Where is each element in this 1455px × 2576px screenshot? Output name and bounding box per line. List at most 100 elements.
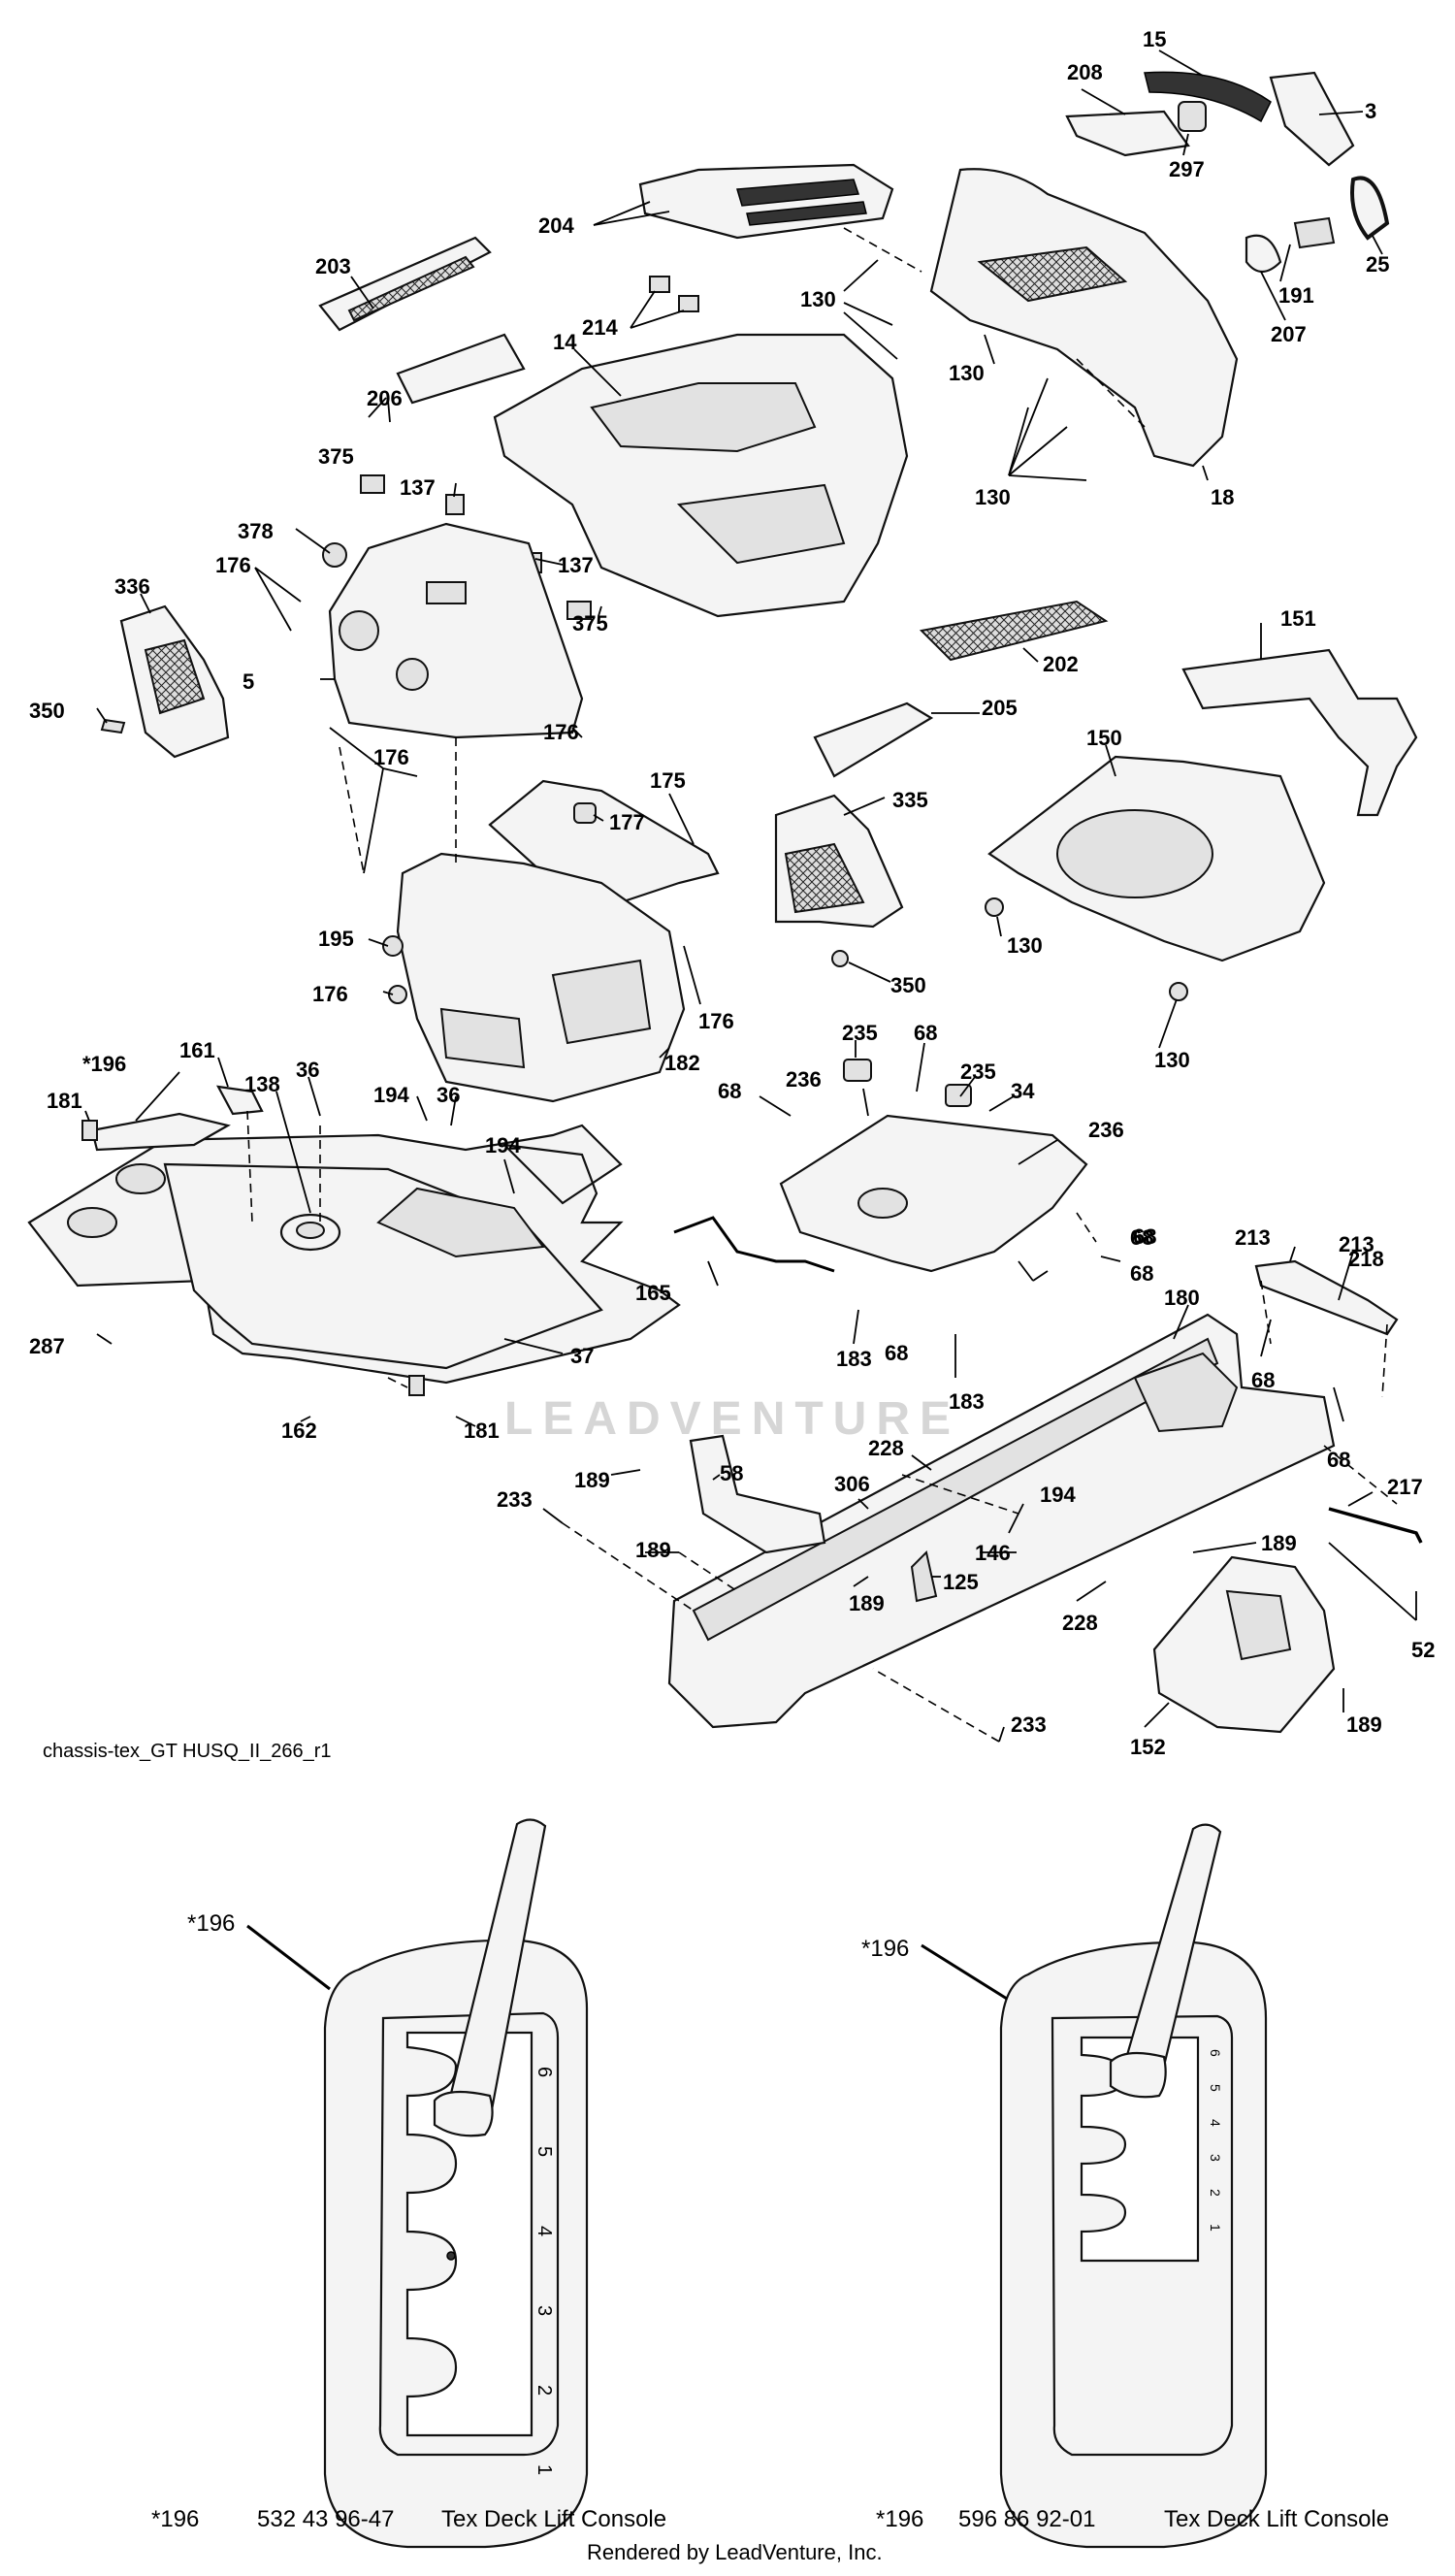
callout-125[interactable]: 125 (943, 1570, 979, 1594)
callout-208[interactable]: 208 (1067, 60, 1103, 84)
callout-177[interactable]: 177 (609, 810, 645, 834)
console-left-position-3: 3 (534, 2305, 555, 2316)
callout-233[interactable]: 233 (497, 1487, 533, 1512)
caption-part-number[interactable]: 532 43 96-47 (257, 2506, 395, 2532)
callout-175[interactable]: 175 (650, 768, 686, 793)
callout-236[interactable]: 236 (786, 1067, 822, 1092)
callout-137[interactable]: 137 (558, 553, 594, 577)
callout-176[interactable]: 176 (698, 1009, 734, 1033)
callout-181[interactable]: 181 (464, 1418, 500, 1443)
callout-213[interactable]: 213 (1339, 1232, 1374, 1256)
callout-68[interactable]: 68 (914, 1021, 937, 1045)
callout-205[interactable]: 205 (982, 696, 1018, 720)
callout-204[interactable]: 204 (538, 213, 574, 238)
callout-189[interactable]: 189 (1346, 1712, 1382, 1737)
callout-233[interactable]: 233 (1011, 1712, 1047, 1737)
callout-151[interactable]: 151 (1280, 606, 1316, 631)
callout-68[interactable]: 68 (1130, 1225, 1153, 1250)
callout-189[interactable]: 189 (635, 1538, 671, 1562)
callout-228[interactable]: 228 (1062, 1611, 1098, 1635)
callout-287[interactable]: 287 (29, 1334, 65, 1358)
callout-336[interactable]: 336 (114, 574, 150, 599)
callout-207[interactable]: 207 (1271, 322, 1307, 346)
callout-183[interactable]: 183 (836, 1347, 872, 1371)
callout-176[interactable]: 176 (543, 720, 579, 744)
console-left-lever (444, 1818, 547, 2122)
part-34-plate-hole (857, 1188, 908, 1219)
callout-68[interactable]: 68 (1133, 1224, 1156, 1249)
callout-378[interactable]: 378 (238, 519, 274, 543)
callout-15[interactable]: 15 (1143, 27, 1166, 51)
callout-68[interactable]: 68 (1130, 1261, 1153, 1286)
callout-202[interactable]: 202 (1043, 652, 1079, 676)
callout-150[interactable]: 150 (1086, 726, 1122, 750)
callout-189[interactable]: 189 (574, 1468, 610, 1492)
callout-130[interactable]: 130 (1007, 933, 1043, 958)
callout-star-196[interactable]: *196 (82, 1052, 126, 1076)
callout-228[interactable]: 228 (868, 1436, 904, 1460)
part-14-hood-opening (590, 382, 817, 453)
callout-137[interactable]: 137 (400, 475, 436, 500)
callout-206[interactable]: 206 (367, 386, 403, 410)
callout-350[interactable]: 350 (29, 699, 65, 723)
callout-214[interactable]: 214 (582, 315, 618, 340)
callout-195[interactable]: 195 (318, 927, 354, 951)
callout-181[interactable]: 181 (47, 1089, 82, 1113)
callout-146[interactable]: 146 (975, 1541, 1011, 1565)
callout-162[interactable]: 162 (281, 1418, 317, 1443)
callout-36[interactable]: 36 (436, 1083, 460, 1107)
callout-68[interactable]: 68 (718, 1079, 741, 1103)
caption-part-number[interactable]: 596 86 92-01 (958, 2506, 1096, 2532)
callout-68[interactable]: 68 (1327, 1448, 1350, 1472)
callout-350[interactable]: 350 (890, 973, 926, 997)
callout-5[interactable]: 5 (242, 669, 254, 694)
part-378-grommet (322, 542, 347, 568)
callout-34[interactable]: 34 (1011, 1079, 1035, 1103)
callout-3[interactable]: 3 (1365, 99, 1376, 123)
callout-194[interactable]: 194 (485, 1133, 521, 1158)
callout-130[interactable]: 130 (975, 485, 1011, 509)
callout-218[interactable]: 218 (1348, 1247, 1384, 1271)
callout-161[interactable]: 161 (179, 1038, 215, 1062)
callout-297[interactable]: 297 (1169, 157, 1205, 181)
callout-36[interactable]: 36 (296, 1058, 319, 1082)
callout-335[interactable]: 335 (892, 788, 928, 812)
callout-68[interactable]: 68 (1251, 1368, 1275, 1392)
callout-130[interactable]: 130 (1154, 1048, 1190, 1072)
callout-176[interactable]: 176 (373, 745, 409, 769)
callout-203[interactable]: 203 (315, 254, 351, 278)
callout-213[interactable]: 213 (1235, 1225, 1271, 1250)
callout-25[interactable]: 25 (1366, 252, 1389, 277)
callout-138[interactable]: 138 (244, 1072, 280, 1096)
callout-152[interactable]: 152 (1130, 1735, 1166, 1759)
callout-235[interactable]: 235 (960, 1060, 996, 1084)
callout-14[interactable]: 14 (553, 330, 577, 354)
callout-306[interactable]: 306 (834, 1472, 870, 1496)
callout-58[interactable]: 58 (720, 1461, 743, 1485)
callout-68[interactable]: 68 (885, 1341, 908, 1365)
callout-194[interactable]: 194 (373, 1083, 409, 1107)
callout-130[interactable]: 130 (949, 361, 985, 385)
callout-165[interactable]: 165 (635, 1281, 671, 1305)
callout-182[interactable]: 182 (664, 1051, 700, 1075)
callout-194[interactable]: 194 (1040, 1483, 1076, 1507)
part-58-bracket (689, 1434, 826, 1554)
callout-217[interactable]: 217 (1387, 1475, 1423, 1499)
callout-189[interactable]: 189 (849, 1591, 885, 1615)
console-right-position-1: 1 (1208, 2224, 1223, 2232)
callout-37[interactable]: 37 (570, 1344, 594, 1368)
callout-176[interactable]: 176 (312, 982, 348, 1006)
callout-235[interactable]: 235 (842, 1021, 878, 1045)
callout-52[interactable]: 52 (1411, 1638, 1435, 1662)
callout-176[interactable]: 176 (215, 553, 251, 577)
callout-375[interactable]: 375 (572, 611, 608, 636)
callout-18[interactable]: 18 (1211, 485, 1234, 509)
callout-236[interactable]: 236 (1088, 1118, 1124, 1142)
callout-180[interactable]: 180 (1164, 1286, 1200, 1310)
callout-189[interactable]: 189 (1261, 1531, 1297, 1555)
callout-183[interactable]: 183 (949, 1389, 985, 1414)
callout-130[interactable]: 130 (800, 287, 836, 311)
callout-191[interactable]: 191 (1278, 283, 1314, 308)
console-right-lever (1118, 1823, 1222, 2088)
callout-375[interactable]: 375 (318, 444, 354, 469)
